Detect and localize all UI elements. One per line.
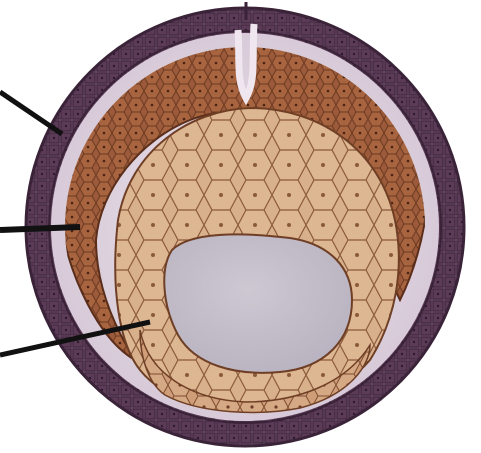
pointer-line-middle: [0, 227, 80, 230]
cavity: [164, 234, 352, 372]
